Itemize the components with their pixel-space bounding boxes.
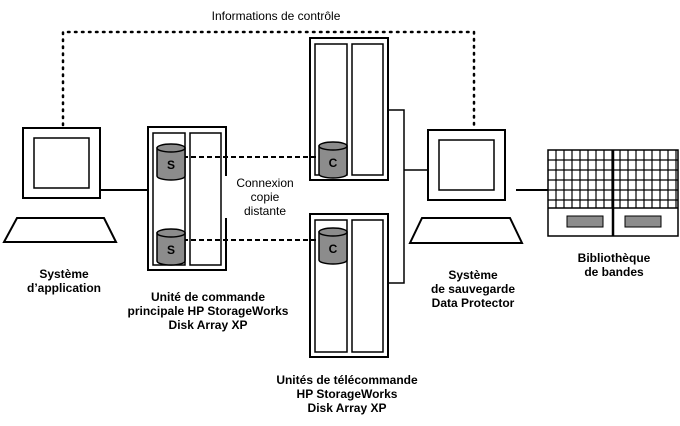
source-disk-bottom-label: S (167, 243, 175, 257)
remote-units-line-2: HP StorageWorks (296, 387, 398, 401)
main-unit-line-2: principale HP StorageWorks (127, 304, 289, 318)
connection-line-2: copie (250, 190, 280, 204)
backup-computer-icon (408, 129, 524, 244)
source-disk-top-label: S (167, 158, 175, 172)
backup-system-label: Système de sauvegarde Data Protector (418, 268, 528, 310)
connection-line-3: distante (243, 204, 287, 218)
backup-system-line-1: Système (448, 268, 498, 282)
control-info-label: Informations de contrôle (211, 9, 341, 23)
copy-disk-top-icon: C (318, 141, 348, 179)
copy-disk-top-label: C (329, 156, 338, 170)
backup-system-line-3: Data Protector (431, 296, 515, 310)
app-system-line-2: d’application (26, 281, 101, 295)
tape-slot-left (566, 215, 604, 228)
main-unit-label: Unité de commande principale HP StorageW… (118, 290, 298, 332)
app-system-label: Système d’application (14, 267, 114, 295)
tape-library-line-2: de bandes (584, 265, 644, 279)
tape-library-label: Bibliothèque de bandes (566, 251, 662, 279)
source-disk-bottom-icon: S (156, 228, 186, 266)
copy-disk-bottom-icon: C (318, 227, 348, 265)
connection-label: Connexion copie distante (225, 176, 305, 218)
control-info-dotted-line (61, 30, 476, 127)
tape-library-line-1: Bibliothèque (577, 251, 651, 265)
copy-disk-bottom-label: C (329, 242, 338, 256)
main-unit-line-1: Unité de commande (150, 290, 266, 304)
remote-to-backup-bracket (388, 109, 428, 284)
connection-line-1: Connexion (236, 176, 294, 190)
tape-slot-right (624, 215, 662, 228)
source-disk-top-icon: S (156, 143, 186, 181)
main-unit-line-3: Disk Array XP (168, 318, 248, 332)
application-computer-icon (2, 127, 118, 243)
app-system-line-1: Système (39, 267, 89, 281)
remote-units-label: Unités de télécommande HP StorageWorks D… (262, 373, 432, 415)
tape-library-icon (547, 149, 679, 237)
remote-units-line-3: Disk Array XP (307, 401, 387, 415)
remote-units-line-1: Unités de télécommande (276, 373, 418, 387)
backup-system-line-2: de sauvegarde (430, 282, 516, 296)
